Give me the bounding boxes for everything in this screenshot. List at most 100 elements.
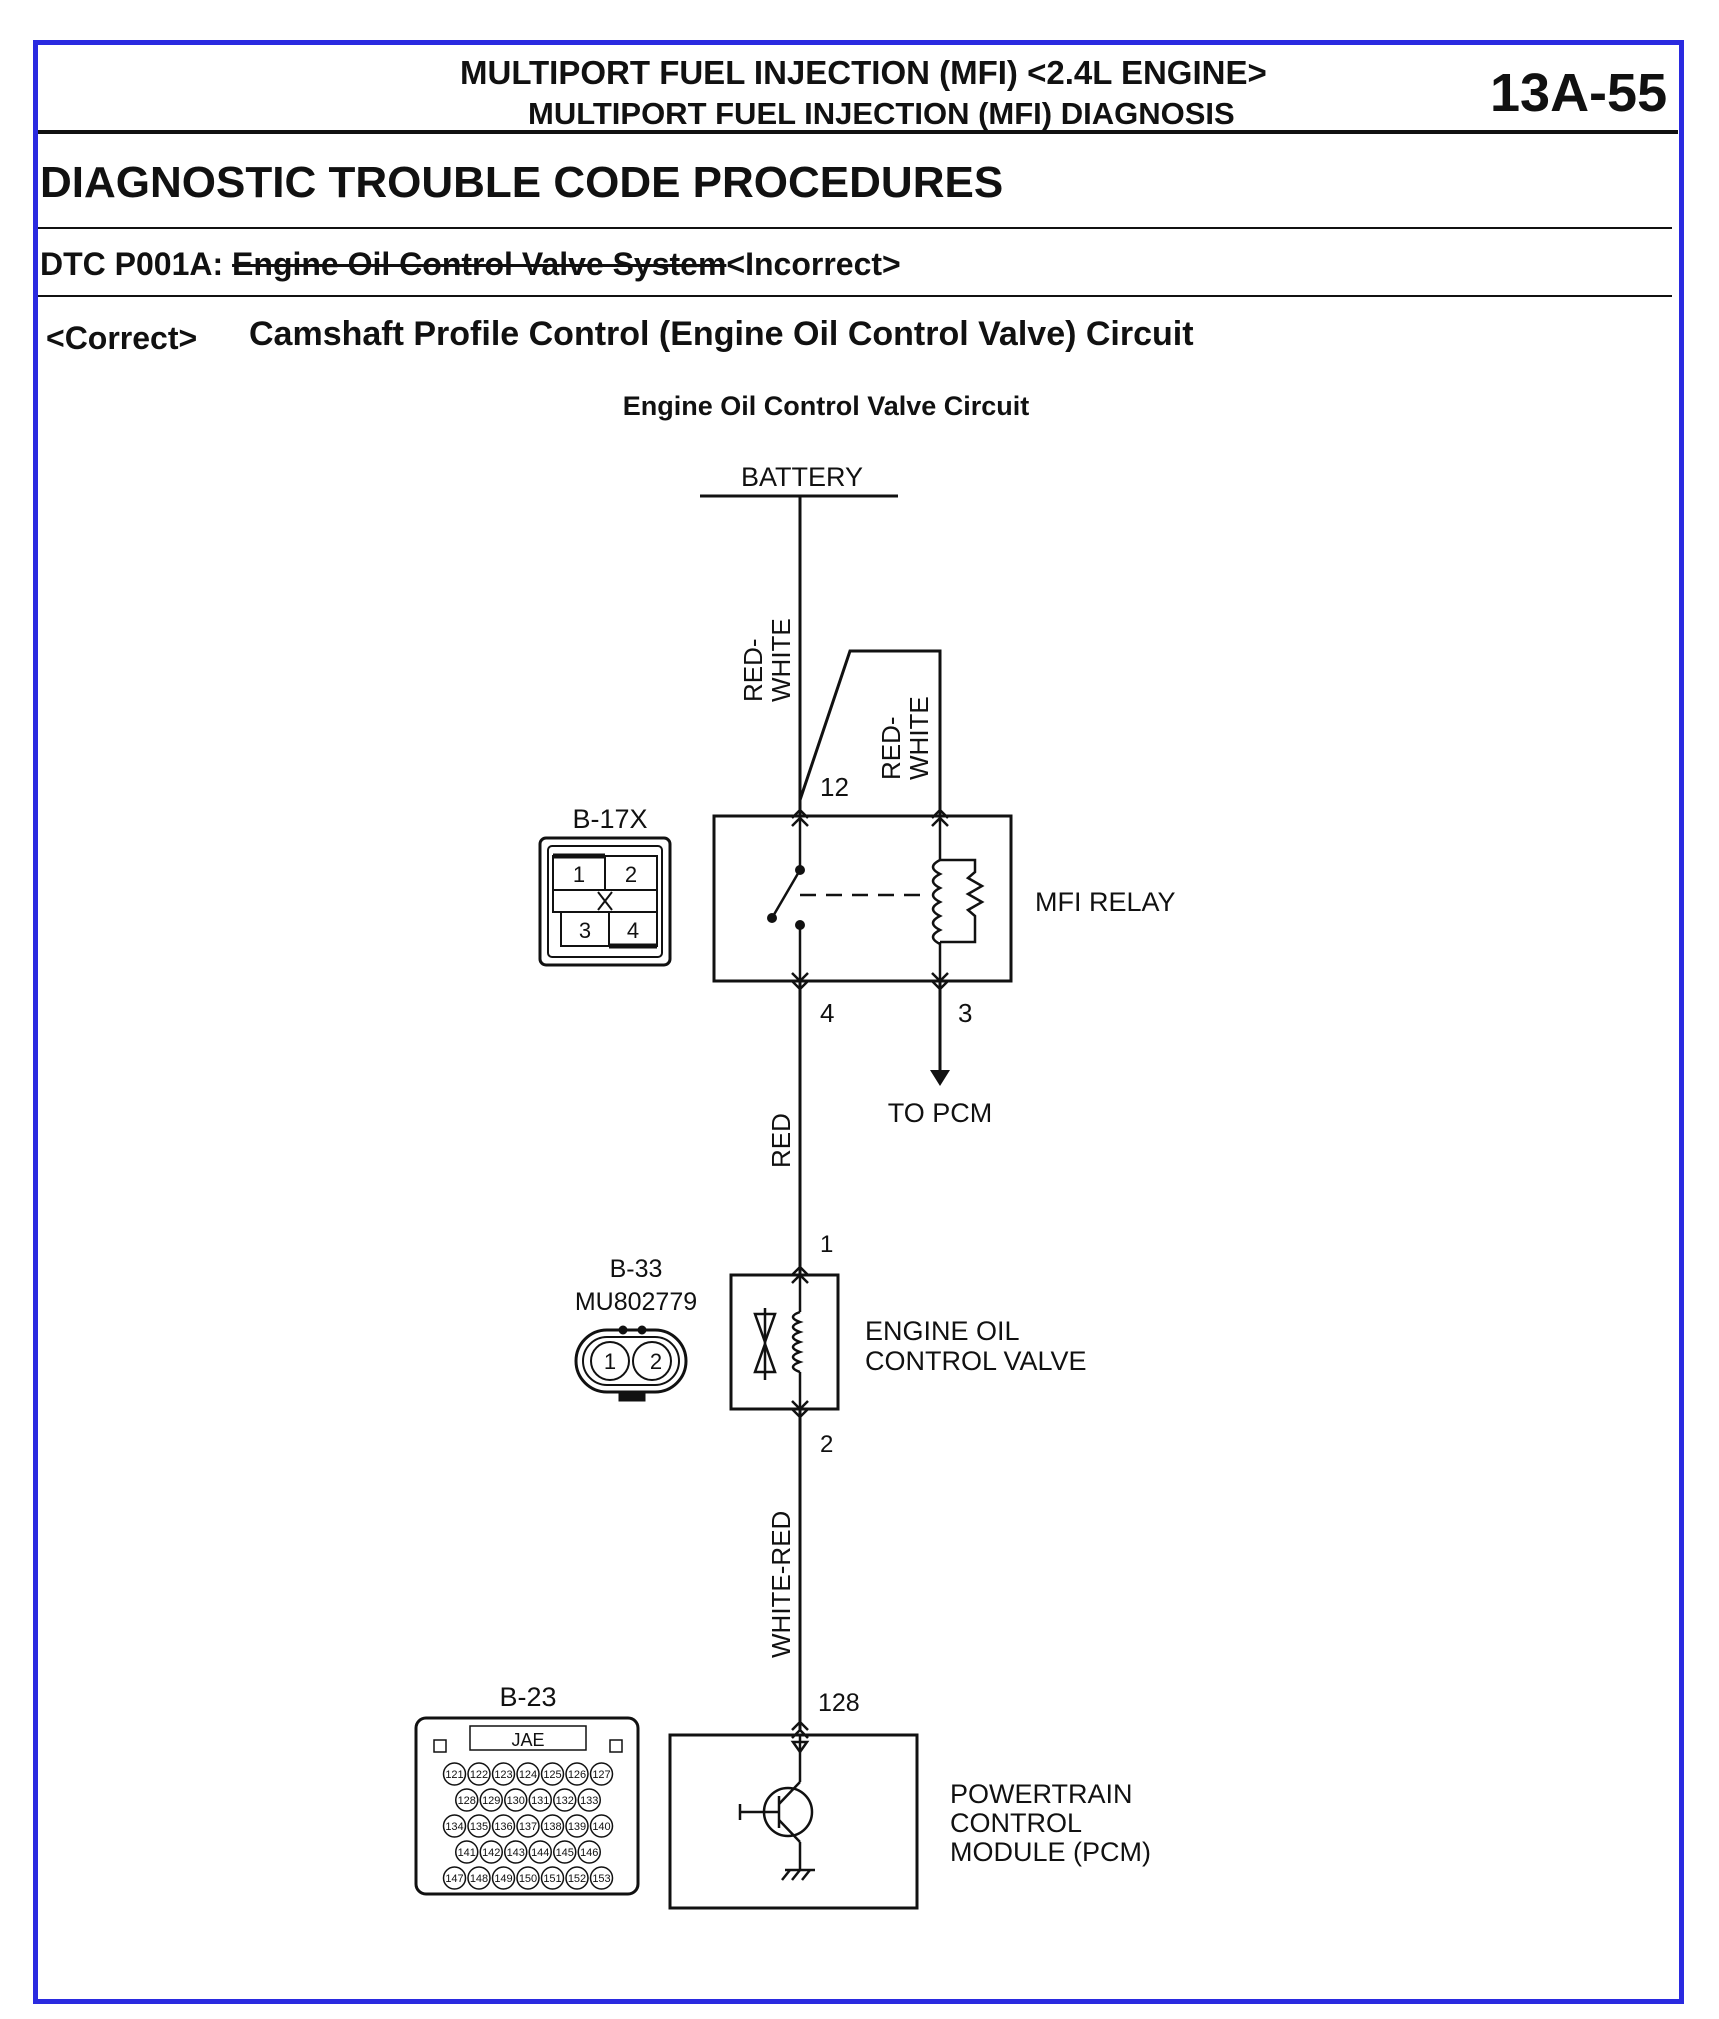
b17x-pin1: 1	[573, 862, 585, 887]
valve-label-2: CONTROL VALVE	[865, 1346, 1087, 1376]
b23-pin-label: 121	[445, 1769, 463, 1781]
b23-pin-circle	[442, 1762, 467, 1786]
transistor-symbol	[738, 1735, 815, 1881]
pcm-label-2: CONTROL	[950, 1808, 1082, 1838]
mfi-relay-label: MFI RELAY	[1035, 887, 1176, 917]
connector-b23-label: B-23	[499, 1682, 556, 1712]
wire-label-red: RED	[766, 1113, 796, 1168]
b33-pin1: 1	[604, 1349, 616, 1374]
b23-pin-circle	[491, 1762, 516, 1786]
page-number: 13A-55	[1490, 63, 1668, 123]
wire-label-white-red: WHITE-RED	[766, 1511, 796, 1658]
b23-pin-circle	[540, 1866, 565, 1890]
b23-pin-label: 152	[568, 1873, 586, 1885]
to-pcm-arrow	[930, 1070, 950, 1086]
b23-pin-circle	[516, 1866, 540, 1890]
b17x-pin2: 2	[625, 862, 637, 887]
relay-pin-4: 4	[820, 998, 834, 1028]
b23-pin-circle	[528, 1840, 552, 1864]
diagram-title: Engine Oil Control Valve Circuit	[623, 391, 1030, 421]
connector-b33-label: B-33	[610, 1255, 663, 1283]
to-pcm-label: TO PCM	[888, 1098, 993, 1128]
b23-pin-label: 126	[568, 1769, 586, 1781]
b23-pin-circle	[528, 1788, 552, 1812]
connector-b33-part: MU802779	[575, 1288, 697, 1316]
pcm-label-3: MODULE (PCM)	[950, 1837, 1151, 1867]
b23-pin-circle	[540, 1762, 565, 1786]
b23-pin-label: 132	[556, 1795, 574, 1807]
b23-pin-label: 145	[556, 1847, 574, 1859]
b23-pin-circle	[516, 1814, 540, 1838]
b23-pin-label: 137	[519, 1821, 537, 1833]
b23-pin-circle	[455, 1840, 479, 1864]
b23-pin-circle	[467, 1814, 491, 1838]
relay-pin-12: 12	[820, 772, 849, 802]
b23-pin-circle	[491, 1814, 516, 1838]
b23-pin-label: 141	[458, 1847, 476, 1859]
b23-pin-label: 125	[543, 1769, 561, 1781]
dtc-line: DTC P001A: Engine Oil Control Valve Syst…	[40, 246, 901, 283]
b23-pin-label: 143	[507, 1847, 525, 1859]
b17x-pin4: 4	[627, 918, 639, 943]
b23-pin-label: 150	[519, 1873, 537, 1885]
b23-pin-label: 136	[494, 1821, 512, 1833]
wire-label-red-white-2b: WHITE	[904, 696, 934, 780]
valve-symbol	[753, 1275, 804, 1409]
wire-label-red-white-1b: WHITE	[766, 618, 796, 702]
b33-pin2: 2	[650, 1349, 662, 1374]
b23-pin-label: 142	[482, 1847, 500, 1859]
b17x-pin3: 3	[579, 918, 591, 943]
b23-pin-label: 135	[470, 1821, 488, 1833]
b23-pin-circle	[479, 1788, 503, 1812]
b23-pin-circle	[540, 1814, 565, 1838]
b23-pin-label: 138	[543, 1821, 561, 1833]
b23-pin-circle	[479, 1840, 503, 1864]
b23-pin-label: 148	[470, 1873, 488, 1885]
dtc-code: DTC P001A:	[40, 246, 224, 282]
relay-pin-3: 3	[958, 998, 972, 1028]
b23-pin-label: 139	[568, 1821, 586, 1833]
b23-pin-circle	[577, 1840, 601, 1864]
b23-pin-circle	[504, 1788, 528, 1812]
b23-pin-circle	[565, 1814, 589, 1838]
b23-pin-circle	[553, 1788, 577, 1812]
b23-pin-circle	[467, 1762, 491, 1786]
b23-pin-label: 153	[592, 1873, 610, 1885]
wire-label-red-white-2: RED-	[876, 716, 906, 780]
b23-pin-label: 134	[445, 1821, 463, 1833]
b23-pin-label: 124	[519, 1769, 537, 1781]
wire-relay-coil-feed	[798, 649, 942, 816]
b23-pin-label: 146	[580, 1847, 598, 1859]
b23-pin-label: 128	[458, 1795, 476, 1807]
b23-brand: JAE	[511, 1730, 544, 1750]
b23-pin-label: 133	[580, 1795, 598, 1807]
dtc-correct-name: Camshaft Profile Control (Engine Oil Con…	[249, 315, 1194, 353]
battery-label: BATTERY	[741, 462, 863, 492]
dtc-incorrect-name: Engine Oil Control Valve System	[232, 246, 727, 282]
oil-control-valve-box	[729, 1273, 840, 1411]
b23-pin-label: 149	[494, 1873, 512, 1885]
valve-pin-2: 2	[820, 1431, 833, 1458]
b23-pin-label: 151	[543, 1873, 561, 1885]
b23-pin-label: 123	[494, 1769, 512, 1781]
connector-b17x-label: B-17X	[572, 804, 647, 834]
header-line1: MULTIPORT FUEL INJECTION (MFI) <2.4L ENG…	[460, 54, 1267, 91]
b23-pin-label: 140	[592, 1821, 610, 1833]
b23-pin-label: 130	[507, 1795, 525, 1807]
b23-pin-label: 129	[482, 1795, 500, 1807]
b23-pin-circle	[577, 1788, 601, 1812]
b23-pin-label: 144	[531, 1847, 549, 1859]
b23-pin-circle	[455, 1788, 479, 1812]
b23-pin-circle	[565, 1866, 589, 1890]
b23-pin-label: 147	[445, 1873, 463, 1885]
b23-pin-circle	[442, 1866, 467, 1890]
b23-pin-circle	[516, 1762, 540, 1786]
b23-pin-circle	[491, 1866, 516, 1890]
b23-pin-label: 131	[531, 1795, 549, 1807]
relay-switch	[770, 816, 985, 981]
dtc-correct-tag: <Correct>	[46, 320, 198, 356]
valve-pin-1: 1	[820, 1231, 833, 1258]
connector-b23	[414, 1716, 640, 1896]
